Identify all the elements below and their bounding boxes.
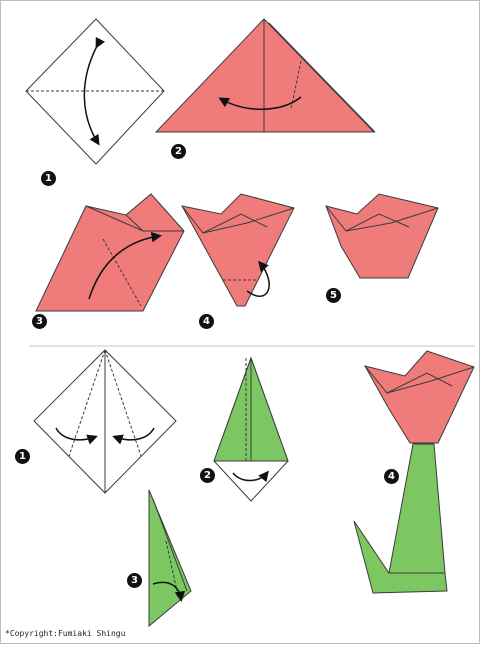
fold-arrow: [55, 427, 98, 445]
flower-step-badge-3: 3: [32, 314, 47, 329]
tulip-leaf: [353, 520, 448, 594]
copyright-text: *Copyright:Fumiaki Shingu: [5, 629, 126, 638]
tulip-stem: [388, 443, 446, 574]
stem-step4-finished-tulip: [353, 350, 475, 594]
fold-arrow: [152, 581, 186, 602]
flower-step-badge-1: 1: [41, 171, 56, 186]
tulip-flower: [364, 350, 475, 444]
fold-arrow: [112, 427, 155, 445]
fold-arrow: [83, 36, 106, 146]
stem-step-badge-1: 1: [15, 449, 30, 464]
flower-step5-tulip: [325, 193, 439, 279]
flower-step-badge-4: 4: [199, 314, 214, 329]
fold-arrow: [88, 231, 162, 300]
stem-step-badge-2: 2: [200, 468, 215, 483]
flower-step3-shape: [35, 193, 185, 312]
stem-step-badge-4: 4: [384, 469, 399, 484]
fold-arrow: [232, 470, 269, 483]
fold-arrow: [246, 260, 270, 297]
flower-step-badge-5: 5: [326, 288, 341, 303]
flower-step4-shape: [181, 193, 295, 307]
stem-step3-strip: [148, 489, 192, 628]
flower-step2-triangle: [154, 18, 376, 133]
flower-step1-square: [25, 18, 165, 165]
stem-step2-kite: [213, 356, 289, 502]
stem-step1-square: [33, 349, 177, 494]
stem-step-badge-3: 3: [127, 573, 142, 588]
flower-step-badge-2: 2: [171, 144, 186, 159]
fold-arrow: [218, 96, 302, 110]
